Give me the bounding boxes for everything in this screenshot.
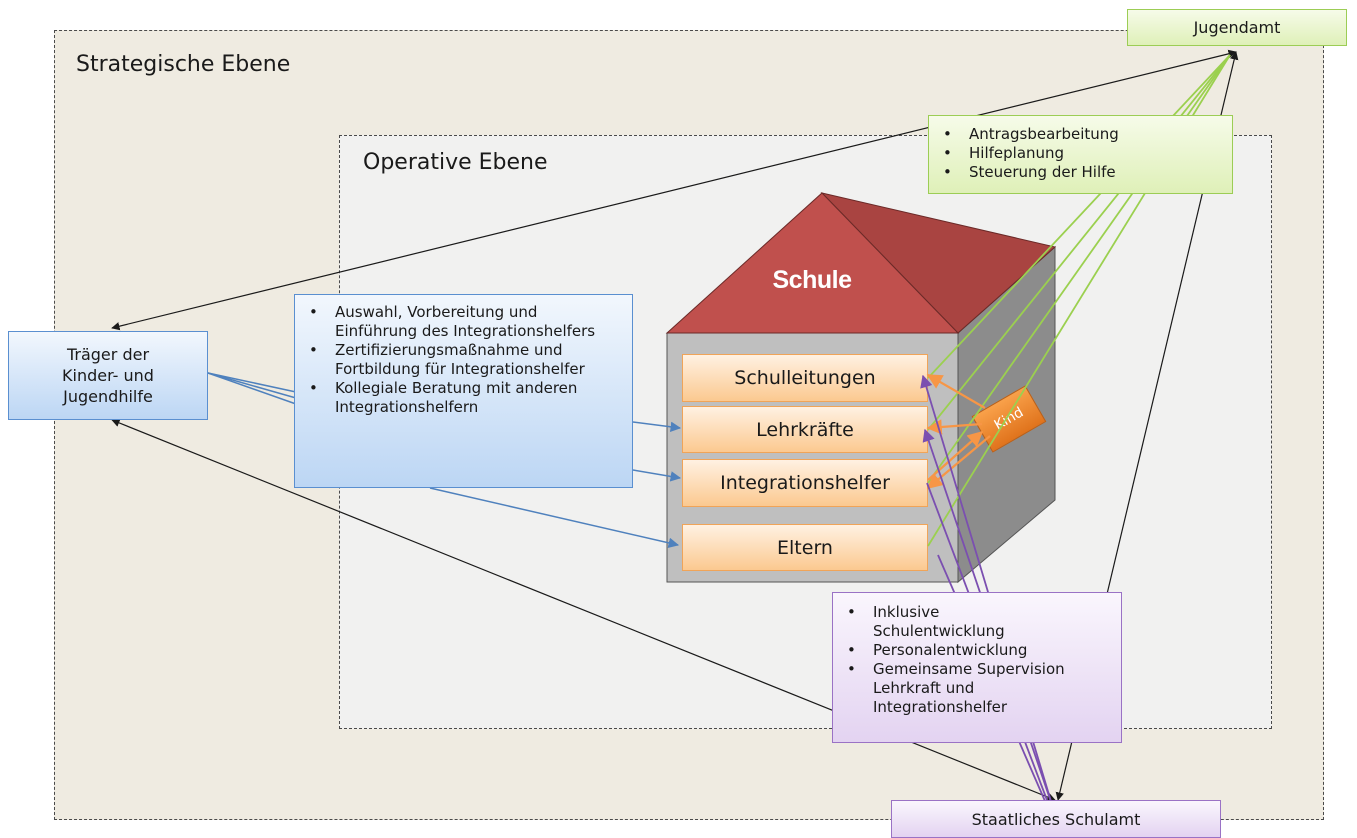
jugendamt-task: Hilfeplanung [929,144,1232,163]
traeger-label-line: Kinder- und [62,366,154,385]
schulamt-tasks-box: Inklusive Schulentwicklung Personalentwi… [832,592,1122,743]
role-schulleitungen[interactable]: Schulleitungen [682,354,928,402]
schulamt-box[interactable]: Staatliches Schulamt [891,800,1221,838]
jugendamt-tasks-box: Antragsbearbeitung Hilfeplanung Steuerun… [928,115,1233,194]
traeger-label-line: Träger der [66,345,150,364]
traeger-task: Kollegiale Beratung mit anderen Integrat… [295,379,614,417]
role-label: Lehrkräfte [756,418,854,441]
traeger-task: Zertifizierungsmaßnahme und Fortbildung … [295,341,614,379]
traeger-label-line: Jugendhilfe [63,387,153,406]
schulamt-label: Staatliches Schulamt [971,809,1141,829]
role-label: Integrationshelfer [720,472,890,494]
school-title: Schule [772,266,852,294]
traeger-tasks-box: Auswahl, Vorbereitung und Einführung des… [294,294,633,488]
jugendamt-task: Antragsbearbeitung [929,125,1232,144]
role-eltern[interactable]: Eltern [682,524,928,571]
schulamt-task: Personalentwicklung [833,641,1073,660]
role-lehrkraefte[interactable]: Lehrkräfte [682,406,928,453]
traeger-box[interactable]: Träger der Kinder- und Jugendhilfe [8,331,208,420]
schulamt-task: Inklusive Schulentwicklung [833,603,1073,641]
traeger-task: Auswahl, Vorbereitung und Einführung des… [295,303,614,341]
jugendamt-task: Steuerung der Hilfe [929,163,1232,182]
role-label: Eltern [777,536,833,559]
role-integrationshelfer[interactable]: Integrationshelfer [682,459,928,507]
jugendamt-box[interactable]: Jugendamt [1127,9,1347,46]
jugendamt-label: Jugendamt [1193,18,1281,37]
schulamt-task: Gemeinsame Supervision Lehrkraft und Int… [833,660,1073,717]
role-label: Schulleitungen [734,367,876,389]
kind-label: Kind [991,404,1027,434]
